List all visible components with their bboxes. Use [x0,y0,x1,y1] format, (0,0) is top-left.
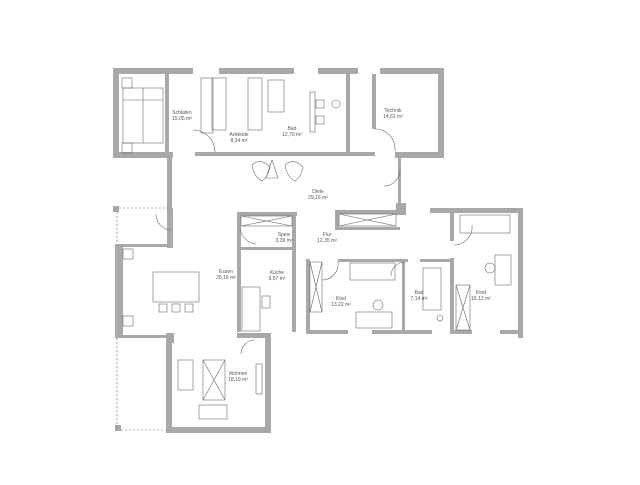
room-label-diele: Diele 29,16 m² [308,189,328,201]
room-area: 14,61 m² [383,114,403,120]
room-label-schlafen: Schlafen 15,05 m² [172,110,192,122]
room-label-flur: Flur 12,35 m² [317,232,337,244]
room-area: 29,16 m² [216,275,236,281]
room-area: 3,39 m² [275,238,293,244]
room-area: 13,22 m² [331,302,351,308]
room-area: 7,14 m² [410,296,428,302]
room-area: 18,19 m² [228,377,248,383]
room-name: Speis [277,232,291,238]
room-label-kueche: Küche 9,57 m² [269,270,286,282]
room-area: 9,57 m² [268,276,286,282]
room-name: Schlafen [172,110,192,116]
room-area: 8,34 m² [230,138,248,144]
room-name: Essen [219,269,233,275]
room-name: Kind [475,290,487,296]
room-name: Technik [384,108,402,114]
room-name: Küche [269,270,285,276]
walls [113,68,523,433]
room-label-bad-master: Bad 12,70 m² [282,126,302,138]
room-label-wohnen: Wohnen 18,19 m² [228,371,248,383]
fixtures [116,77,512,431]
room-label-ankleide: Ankleide 8,34 m² [229,132,248,144]
room-area: 29,16 m² [308,195,328,201]
room-name: Diele [312,189,324,195]
room-name: Bad [287,126,297,132]
room-name: Kind [335,296,347,302]
room-label-bad-kinder: Bad 7,14 m² [411,290,428,302]
room-area: 12,70 m² [282,132,302,138]
room-area: 12,35 m² [317,238,337,244]
room-name: Ankleide [229,132,249,138]
room-name: Bad [414,290,424,296]
room-area: 16,12 m² [471,296,491,302]
room-area: 15,05 m² [172,116,192,122]
room-label-speis: Speis 3,39 m² [276,232,293,244]
room-label-kind-2: Kind 16,12 m² [471,290,491,302]
room-label-essen: Essen 29,16 m² [216,269,236,281]
room-label-technik: Technik 14,61 m² [383,108,403,120]
room-name: Flur [322,232,332,238]
room-label-kind-1: Kind 13,22 m² [331,296,351,308]
room-name: Wohnen [228,371,248,377]
